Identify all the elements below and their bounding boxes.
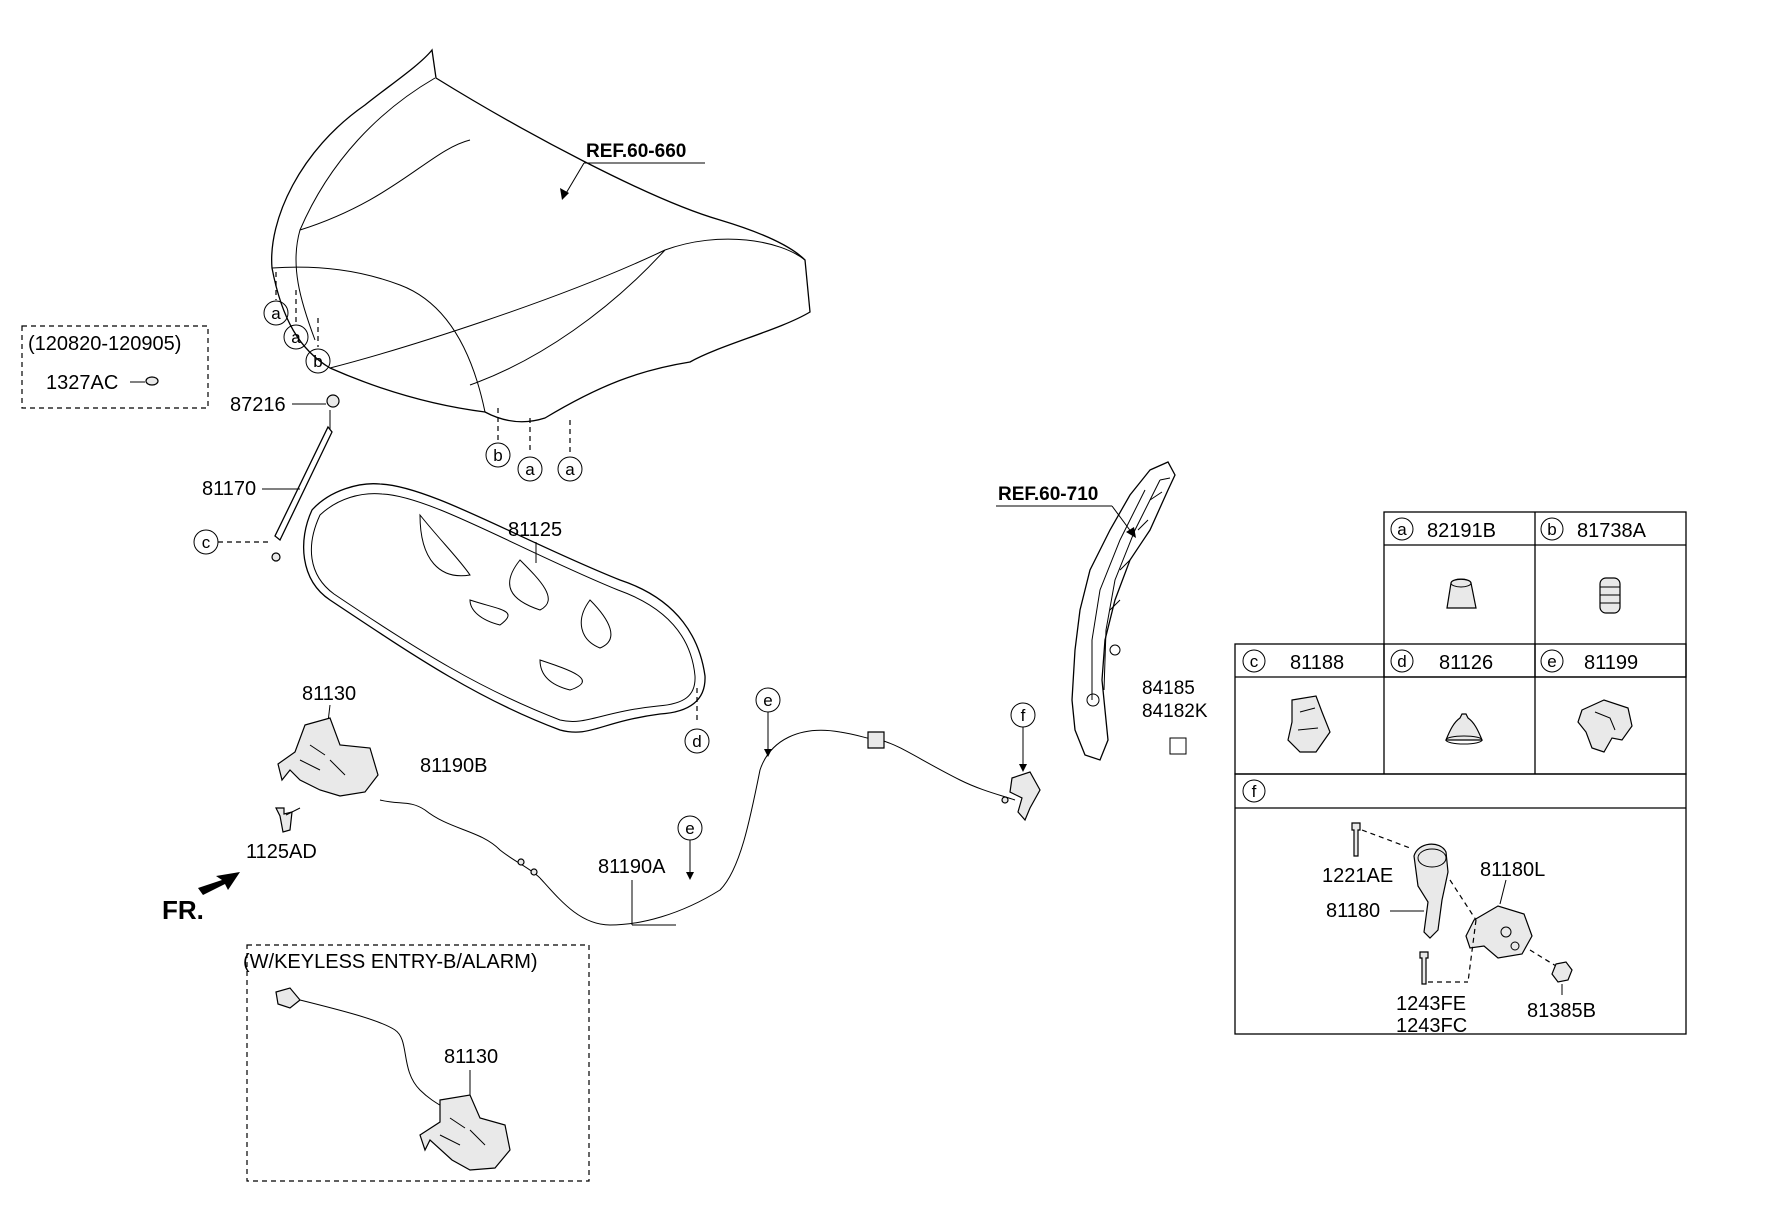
hood-markers-front: b a a <box>485 408 583 482</box>
date-range-label: (120820-120905) <box>28 333 181 355</box>
legend-letter: d <box>1397 652 1406 671</box>
nut-81385B-icon <box>1551 961 1573 983</box>
legend-cell-f: f 1221AE 81180 81180L 1243FE 124 <box>1242 779 1596 1037</box>
part-1243FE[interactable]: 1243FE <box>1396 993 1466 1015</box>
keyless-part-81130[interactable]: 81130 <box>444 1046 498 1068</box>
legend-letter: c <box>1250 652 1259 671</box>
part-81190B[interactable]: 81190B <box>420 755 487 777</box>
bracket-81180L-icon <box>1465 905 1533 959</box>
callout-c[interactable]: c <box>202 533 211 552</box>
part-87216[interactable]: 87216 <box>230 394 286 416</box>
legend-cell-e: e 81199 <box>1540 649 1638 753</box>
bumper-81738A-icon <box>1599 577 1621 614</box>
front-arrow-icon <box>198 872 240 895</box>
legend-part[interactable]: 82191B <box>1427 520 1496 542</box>
part-84185[interactable]: 84185 <box>1142 678 1195 699</box>
hood-marker: a <box>525 460 535 479</box>
callout-d[interactable]: d <box>692 732 701 751</box>
hood-insulator: 81125 d <box>303 483 710 754</box>
front-pillar: REF.60-710 84185 84182K <box>996 461 1208 761</box>
hood-marker: b <box>313 352 322 371</box>
part-84182K[interactable]: 84182K <box>1142 701 1208 722</box>
pillar-ref-label[interactable]: REF.60-710 <box>998 484 1098 505</box>
part-81385B[interactable]: 81385B <box>1527 1000 1596 1022</box>
bolt-1221AE-icon <box>1351 822 1361 857</box>
release-handle: f <box>1001 702 1041 822</box>
legend-table: a 82191B b 81738A c 81188 <box>1234 511 1687 1037</box>
legend-cell-d: d 81126 <box>1390 649 1493 745</box>
clip-81188-icon <box>1287 695 1331 753</box>
part-81190A[interactable]: 81190A <box>598 856 666 878</box>
cable-clip-81199-icon <box>1577 699 1633 753</box>
marker-circle <box>305 348 331 374</box>
legend-part[interactable]: 81188 <box>1290 652 1344 674</box>
hood-marker: b <box>493 446 502 465</box>
part-81180[interactable]: 81180 <box>1326 900 1380 922</box>
hood-markers-left: a a b <box>263 272 331 374</box>
callout-f[interactable]: f <box>1021 706 1026 725</box>
hood-panel <box>271 48 811 423</box>
legend-part[interactable]: 81126 <box>1439 652 1493 674</box>
hood-marker: a <box>271 304 281 323</box>
part-1125AD[interactable]: 1125AD <box>246 841 317 863</box>
part-1243FC[interactable]: 1243FC <box>1396 1015 1467 1037</box>
callout-e[interactable]: e <box>763 691 772 710</box>
part-1221AE[interactable]: 1221AE <box>1322 865 1393 887</box>
marker-circle <box>263 300 289 326</box>
keyless-title: (W/KEYLESS ENTRY-B/ALARM) <box>243 951 538 973</box>
hood-ref-label[interactable]: REF.60-660 <box>586 141 686 162</box>
legend-part[interactable]: 81199 <box>1584 652 1638 674</box>
callout-e[interactable]: e <box>685 819 694 838</box>
bolt-1243FE-icon <box>1419 951 1429 985</box>
hood-latch: 81130 81190B 1125AD <box>246 683 541 879</box>
hood-reference: REF.60-660 <box>560 141 705 200</box>
legend-letter: a <box>1397 520 1407 539</box>
front-label: FR. <box>162 895 204 925</box>
front-direction-indicator: FR. <box>162 872 240 925</box>
grommet-81126-icon <box>1445 713 1483 741</box>
part-81125[interactable]: 81125 <box>508 519 562 541</box>
part-81170[interactable]: 81170 <box>202 478 256 500</box>
legend-cell-a: a 82191B <box>1390 517 1496 609</box>
release-handle-81180-icon <box>1413 843 1449 939</box>
date-range-box: (120820-120905) 1327AC <box>21 325 209 409</box>
release-cable: 81190A e e <box>539 687 1016 926</box>
legend-part[interactable]: 81738A <box>1577 520 1647 542</box>
keyless-entry-box: (W/KEYLESS ENTRY-B/ALARM) 81130 <box>243 944 590 1182</box>
legend-letter: e <box>1547 652 1556 671</box>
legend-letter: b <box>1547 520 1556 539</box>
part-1327AC[interactable]: 1327AC <box>46 372 118 394</box>
legend-cell-c: c 81188 <box>1242 649 1344 753</box>
part-81180L[interactable]: 81180L <box>1480 859 1545 881</box>
legend-cell-b: b 81738A <box>1540 517 1647 614</box>
legend-letter: f <box>1252 782 1257 801</box>
hood-marker: a <box>291 328 301 347</box>
marker-circle <box>283 324 309 350</box>
part-81130[interactable]: 81130 <box>302 683 356 705</box>
hood-strut: 87216 81170 c <box>193 394 340 562</box>
hood-marker: a <box>565 460 575 479</box>
